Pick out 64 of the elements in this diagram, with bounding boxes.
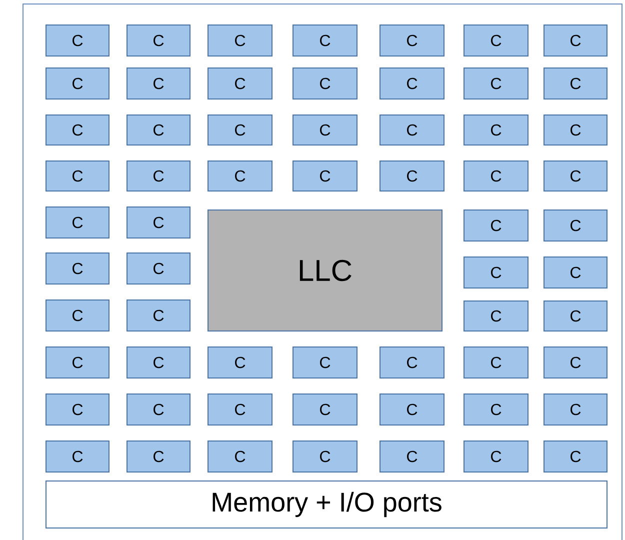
core-box: C	[46, 252, 110, 284]
core-box: C	[46, 206, 110, 238]
core-box: C	[292, 24, 358, 56]
core-box: C	[126, 300, 190, 332]
core-box: C	[126, 68, 190, 100]
core-box: C	[292, 68, 358, 100]
core-box: C	[208, 160, 272, 192]
core-box: C	[126, 394, 190, 426]
core-box: C	[544, 114, 608, 146]
core-box: C	[126, 346, 190, 378]
core-box: C	[464, 394, 528, 426]
core-box: C	[544, 68, 608, 100]
core-box: C	[544, 160, 608, 192]
ports-box: Memory + I/O ports	[46, 480, 608, 528]
core-box: C	[292, 160, 358, 192]
core-box: C	[464, 346, 528, 378]
core-box: C	[464, 300, 528, 332]
core-box: C	[46, 300, 110, 332]
core-box: C	[126, 114, 190, 146]
core-box: C	[208, 24, 272, 56]
core-box: C	[208, 394, 272, 426]
core-box: C	[464, 114, 528, 146]
frame-box	[22, 4, 622, 540]
core-box: C	[292, 394, 358, 426]
core-box: C	[464, 24, 528, 56]
core-box: C	[380, 114, 444, 146]
cache-box: LLC	[208, 210, 442, 332]
core-box: C	[380, 346, 444, 378]
core-box: C	[208, 114, 272, 146]
core-box: C	[208, 68, 272, 100]
core-box: C	[464, 256, 528, 288]
core-box: C	[380, 394, 444, 426]
core-box: C	[544, 210, 608, 242]
core-box: C	[544, 440, 608, 472]
core-box: C	[46, 114, 110, 146]
core-box: C	[292, 114, 358, 146]
core-box: C	[380, 160, 444, 192]
core-box: C	[464, 68, 528, 100]
core-box: C	[208, 346, 272, 378]
core-box: C	[126, 160, 190, 192]
core-box: C	[544, 24, 608, 56]
core-box: C	[208, 440, 272, 472]
core-box: C	[46, 24, 110, 56]
core-box: C	[464, 440, 528, 472]
core-box: C	[46, 394, 110, 426]
core-box: C	[126, 440, 190, 472]
core-box: C	[46, 346, 110, 378]
core-box: C	[292, 346, 358, 378]
core-box: C	[46, 160, 110, 192]
core-box: C	[126, 24, 190, 56]
core-box: C	[544, 346, 608, 378]
core-box: C	[464, 210, 528, 242]
core-box: C	[126, 206, 190, 238]
core-box: C	[292, 440, 358, 472]
core-box: C	[464, 160, 528, 192]
core-box: C	[544, 256, 608, 288]
core-box: C	[380, 440, 444, 472]
core-box: C	[380, 24, 444, 56]
core-box: C	[126, 252, 190, 284]
core-box: C	[544, 300, 608, 332]
core-box: C	[46, 68, 110, 100]
core-box: C	[380, 68, 444, 100]
core-box: C	[544, 394, 608, 426]
core-box: C	[46, 440, 110, 472]
